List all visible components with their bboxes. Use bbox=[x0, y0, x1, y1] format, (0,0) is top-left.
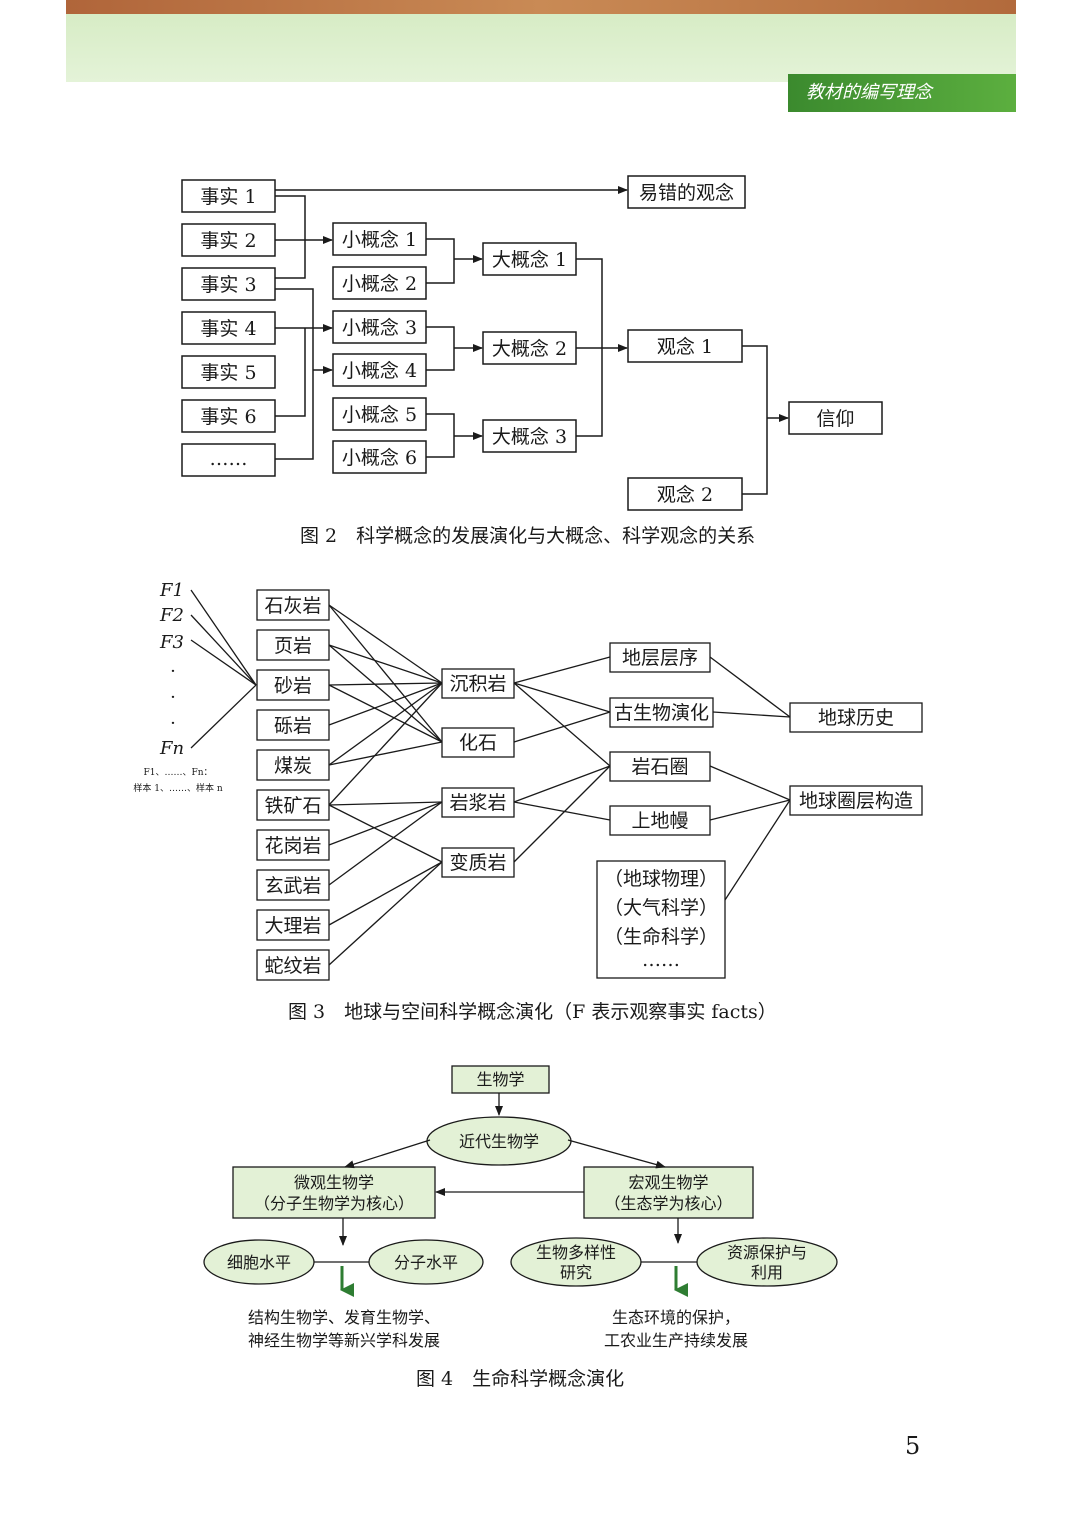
ellipsis-dot: · bbox=[170, 687, 176, 708]
result-label: 工农业生产持续发展 bbox=[604, 1331, 748, 1350]
figure-4-labels: 生物学 近代生物学 微观生物学 （分子生物学为核心） 宏观生物学 （生态学为核心… bbox=[227, 1070, 807, 1350]
node-label: 利用 bbox=[751, 1263, 783, 1282]
figure-3 bbox=[190, 589, 923, 981]
node-label: 宏观生物学 bbox=[628, 1173, 708, 1192]
f-label: Fn bbox=[159, 738, 184, 759]
node-label: 生物学 bbox=[476, 1070, 524, 1089]
small-concept-label: 小概念 4 bbox=[342, 359, 417, 382]
figure-2 bbox=[181, 175, 883, 511]
f-label: F2 bbox=[159, 605, 184, 626]
section-tag: 教材的编写理念 bbox=[788, 74, 1016, 112]
rock-type-label: 变质岩 bbox=[449, 852, 506, 874]
rock-type-label: 化石 bbox=[459, 732, 497, 754]
top-color-bar bbox=[66, 0, 1016, 16]
figure-3-caption: 图 3 地球与空间科学概念演化（F 表示观察事实 facts） bbox=[288, 1001, 777, 1023]
field-label: …… bbox=[642, 949, 680, 971]
concept-label: 岩石圈 bbox=[631, 756, 688, 778]
f-note: 样本 1、……、样本 n bbox=[133, 782, 222, 794]
figure-4-caption: 图 4 生命科学概念演化 bbox=[416, 1368, 625, 1390]
node-label: 资源保护与 bbox=[727, 1243, 807, 1262]
node-label: 近代生物学 bbox=[459, 1132, 539, 1151]
f-note: F1、……、Fn： bbox=[143, 768, 212, 778]
small-concept-label: 小概念 5 bbox=[342, 403, 417, 426]
node-label: （分子生物学为核心） bbox=[254, 1194, 414, 1213]
figure-2-labels: 事实 1 事实 2 事实 3 事实 4 事实 5 事实 6 …… 小概念 1 小… bbox=[200, 181, 854, 506]
ellipsis-dot: · bbox=[170, 713, 176, 734]
result-label: 神经生物学等新兴学科发展 bbox=[248, 1331, 440, 1350]
rock-label: 煤炭 bbox=[274, 755, 312, 777]
field-label: （大气科学） bbox=[604, 897, 718, 919]
rock-type-label: 岩浆岩 bbox=[449, 792, 506, 814]
concept-label: 上地幔 bbox=[631, 810, 688, 832]
fact-label: 事实 2 bbox=[200, 230, 256, 252]
fact-label: 事实 5 bbox=[200, 362, 256, 384]
field-label: （生命科学） bbox=[604, 926, 718, 948]
node-label: 微观生物学 bbox=[294, 1173, 374, 1192]
result-label: 结构生物学、发育生物学、 bbox=[248, 1308, 440, 1327]
rock-label: 页岩 bbox=[274, 635, 312, 657]
small-concept-label: 小概念 3 bbox=[342, 316, 417, 339]
concept-label: 地层层序 bbox=[622, 647, 698, 669]
fact-label: …… bbox=[210, 448, 248, 470]
page-number: 5 bbox=[905, 1432, 921, 1460]
fact-label: 事实 1 bbox=[200, 186, 256, 208]
node-label: 分子水平 bbox=[394, 1253, 458, 1272]
concept-label: 古生物演化 bbox=[614, 702, 709, 724]
f-label: F1 bbox=[159, 580, 184, 601]
big-concept-label: 大概念 1 bbox=[492, 248, 567, 271]
field-label: （地球物理） bbox=[604, 868, 718, 890]
idea-label: 观念 2 bbox=[657, 483, 713, 506]
rock-label: 砂岩 bbox=[274, 675, 312, 697]
rock-label: 蛇纹岩 bbox=[264, 955, 321, 977]
rock-label: 花岗岩 bbox=[264, 835, 321, 857]
fact-label: 事实 4 bbox=[200, 318, 256, 340]
outcome-label: 地球历史 bbox=[818, 707, 894, 729]
node-label: （生态学为核心） bbox=[604, 1194, 732, 1213]
belief-label: 信仰 bbox=[816, 408, 854, 430]
f-label: F3 bbox=[159, 632, 184, 653]
ellipsis-dot: · bbox=[170, 661, 176, 682]
figure-3-labels: F1 F2 F3 · · · Fn F1、……、Fn： 样本 1、……、样本 n… bbox=[133, 580, 913, 977]
node-label: 细胞水平 bbox=[227, 1253, 291, 1272]
misconception-label: 易错的观念 bbox=[639, 181, 734, 204]
rock-label: 砾岩 bbox=[274, 715, 312, 737]
node-label: 研究 bbox=[560, 1263, 592, 1282]
node-label: 生物多样性 bbox=[536, 1243, 616, 1262]
small-concept-label: 小概念 2 bbox=[342, 272, 417, 295]
figure-4 bbox=[203, 1065, 838, 1297]
rock-type-label: 沉积岩 bbox=[449, 673, 506, 695]
small-concept-label: 小概念 6 bbox=[342, 446, 417, 469]
rock-label: 玄武岩 bbox=[264, 875, 321, 897]
small-concept-label: 小概念 1 bbox=[342, 228, 417, 251]
big-concept-label: 大概念 3 bbox=[492, 425, 567, 448]
rock-label: 铁矿石 bbox=[264, 795, 321, 817]
figure-2-caption: 图 2 科学概念的发展演化与大概念、科学观念的关系 bbox=[300, 525, 756, 547]
idea-label: 观念 1 bbox=[657, 335, 713, 358]
header-band bbox=[66, 14, 1016, 82]
big-concept-label: 大概念 2 bbox=[492, 337, 567, 360]
outcome-label: 地球圈层构造 bbox=[799, 790, 913, 812]
rock-label: 石灰岩 bbox=[264, 595, 321, 617]
result-label: 生态环境的保护， bbox=[612, 1308, 740, 1327]
fact-label: 事实 3 bbox=[200, 274, 256, 296]
rock-label: 大理岩 bbox=[264, 915, 321, 937]
fact-label: 事实 6 bbox=[200, 406, 256, 428]
